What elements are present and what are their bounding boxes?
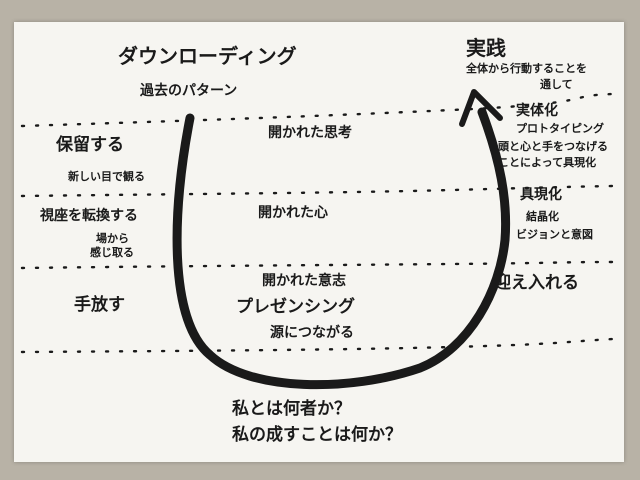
right-step-2-sub1: 結晶化 <box>526 210 559 223</box>
past-patterns-subtitle: 過去のパターン <box>140 83 238 99</box>
right-step-1-sub1: プロトタイピング <box>516 122 604 135</box>
left-step-3-main: 手放す <box>74 295 125 315</box>
left-step-2-sub2: 感じ取る <box>90 246 134 259</box>
bottom-question-1: 私とは何者か？ <box>232 399 351 419</box>
right-step-2-sub2: ビジョンと意図 <box>516 228 593 241</box>
practice-title: 実践 <box>466 36 506 60</box>
center-level-3-line2: プレゼンシング <box>236 297 355 317</box>
left-step-1-main: 保留する <box>56 135 124 155</box>
left-step-2-sub1: 場から <box>96 232 129 245</box>
divider-line-3 <box>20 260 614 270</box>
arrow-head-icon <box>459 89 503 127</box>
center-level-3-line1: 開かれた意志 <box>262 273 346 289</box>
center-level-3-line3: 源につながる <box>270 325 354 341</box>
right-step-3-main: 迎え入れる <box>494 273 579 293</box>
right-step-2-main: 具現化 <box>520 187 562 203</box>
divider-line-4 <box>20 337 614 354</box>
right-step-1-sub3: ことによって具現化 <box>498 156 597 169</box>
practice-subtitle-line1: 全体から行動することを <box>466 62 587 75</box>
right-step-1-main: 実体化 <box>516 103 558 119</box>
downloading-title: ダウンローディング <box>118 44 297 68</box>
center-level-1: 開かれた思考 <box>268 125 352 141</box>
center-level-2: 開かれた心 <box>258 205 328 221</box>
u-curve <box>172 107 511 390</box>
practice-subtitle-line2: 通して <box>540 78 573 91</box>
left-step-1-sub1: 新しい目で観る <box>68 170 145 183</box>
left-step-2-main: 視座を転換する <box>40 208 138 224</box>
divider-line-2 <box>20 184 614 198</box>
right-step-1-sub2: 頭と心と手をつなげる <box>498 140 608 153</box>
bottom-question-2: 私の成すことは何か？ <box>232 425 402 445</box>
